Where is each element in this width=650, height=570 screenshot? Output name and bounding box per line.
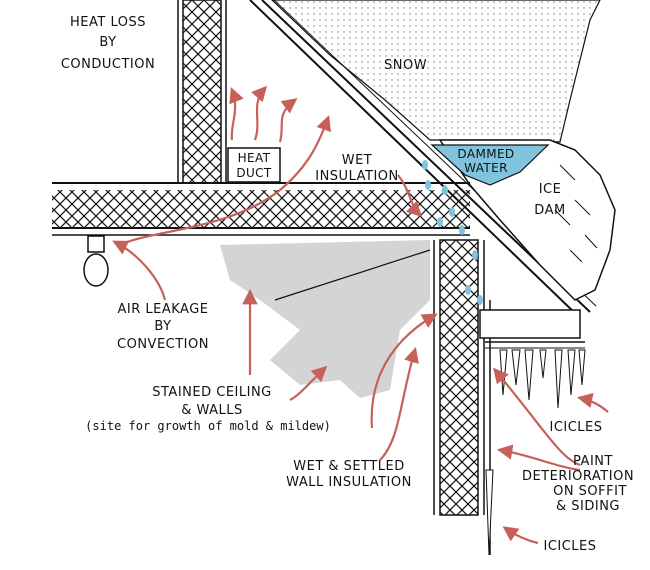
label-heat-duct: HEAT DUCT: [236, 151, 272, 180]
svg-text:WET & SETTLED: WET & SETTLED: [293, 459, 405, 474]
light-bulb-icon: [83, 235, 109, 287]
label-paint: PAINT DETERIORATION ON SOFFIT & SIDING: [522, 454, 634, 514]
label-air-leakage: AIR LEAKAGE BY CONVECTION: [117, 302, 209, 352]
svg-text:(site for growth of mold & mil: (site for growth of mold & mildew): [85, 419, 331, 433]
upper-wall: [177, 0, 227, 184]
ceiling-insulation: [52, 182, 470, 236]
label-snow: SNOW: [384, 58, 427, 73]
svg-text:ON SOFFIT: ON SOFFIT: [553, 484, 627, 499]
svg-text:ICE: ICE: [539, 182, 562, 197]
label-wet-settled: WET & SETTLED WALL INSULATION: [286, 459, 412, 490]
svg-text:DETERIORATION: DETERIORATION: [522, 469, 634, 484]
label-icicles-upper: ICICLES: [549, 420, 602, 435]
svg-text:WET: WET: [342, 153, 373, 168]
svg-text:HEAT: HEAT: [238, 151, 271, 165]
arrows: [112, 85, 609, 545]
svg-text:PAINT: PAINT: [573, 454, 613, 469]
label-icicles-lower: ICICLES: [543, 539, 596, 554]
svg-text:DAM: DAM: [534, 203, 565, 218]
ceiling-stain: [220, 240, 430, 398]
water-drops: [422, 160, 483, 305]
soffit: [479, 309, 585, 349]
svg-text:STAINED CEILING: STAINED CEILING: [152, 385, 272, 400]
snow-pile: [271, 0, 601, 143]
svg-text:BY: BY: [99, 35, 116, 50]
dammed-water: [430, 144, 550, 186]
svg-text:BY: BY: [154, 319, 171, 334]
svg-text:WATER: WATER: [464, 161, 508, 175]
svg-text:INSULATION: INSULATION: [315, 169, 398, 184]
label-wet-insulation: WET INSULATION: [315, 153, 398, 184]
interior-ceiling-line: [274, 249, 431, 301]
svg-text:& SIDING: & SIDING: [556, 499, 620, 514]
svg-text:AIR LEAKAGE: AIR LEAKAGE: [118, 302, 209, 317]
svg-text:HEAT LOSS: HEAT LOSS: [70, 15, 146, 30]
svg-text:& WALLS: & WALLS: [181, 403, 243, 418]
svg-text:CONDUCTION: CONDUCTION: [61, 57, 155, 72]
svg-text:WALL INSULATION: WALL INSULATION: [286, 475, 412, 490]
ice-dam-hatch: [554, 164, 598, 263]
icicles: [485, 349, 586, 556]
label-ice-dam: ICE DAM: [534, 182, 565, 218]
svg-text:DAMMED: DAMMED: [457, 147, 514, 161]
label-dammed-water: DAMMED WATER: [457, 147, 514, 175]
svg-text:DUCT: DUCT: [236, 166, 272, 180]
label-stained-ceiling: STAINED CEILING & WALLS (site for growth…: [85, 385, 331, 433]
svg-text:CONVECTION: CONVECTION: [117, 337, 209, 352]
heat-duct-box: [227, 147, 281, 183]
exterior-wall: [433, 239, 491, 555]
label-heat-loss: HEAT LOSS BY CONDUCTION: [61, 15, 155, 72]
